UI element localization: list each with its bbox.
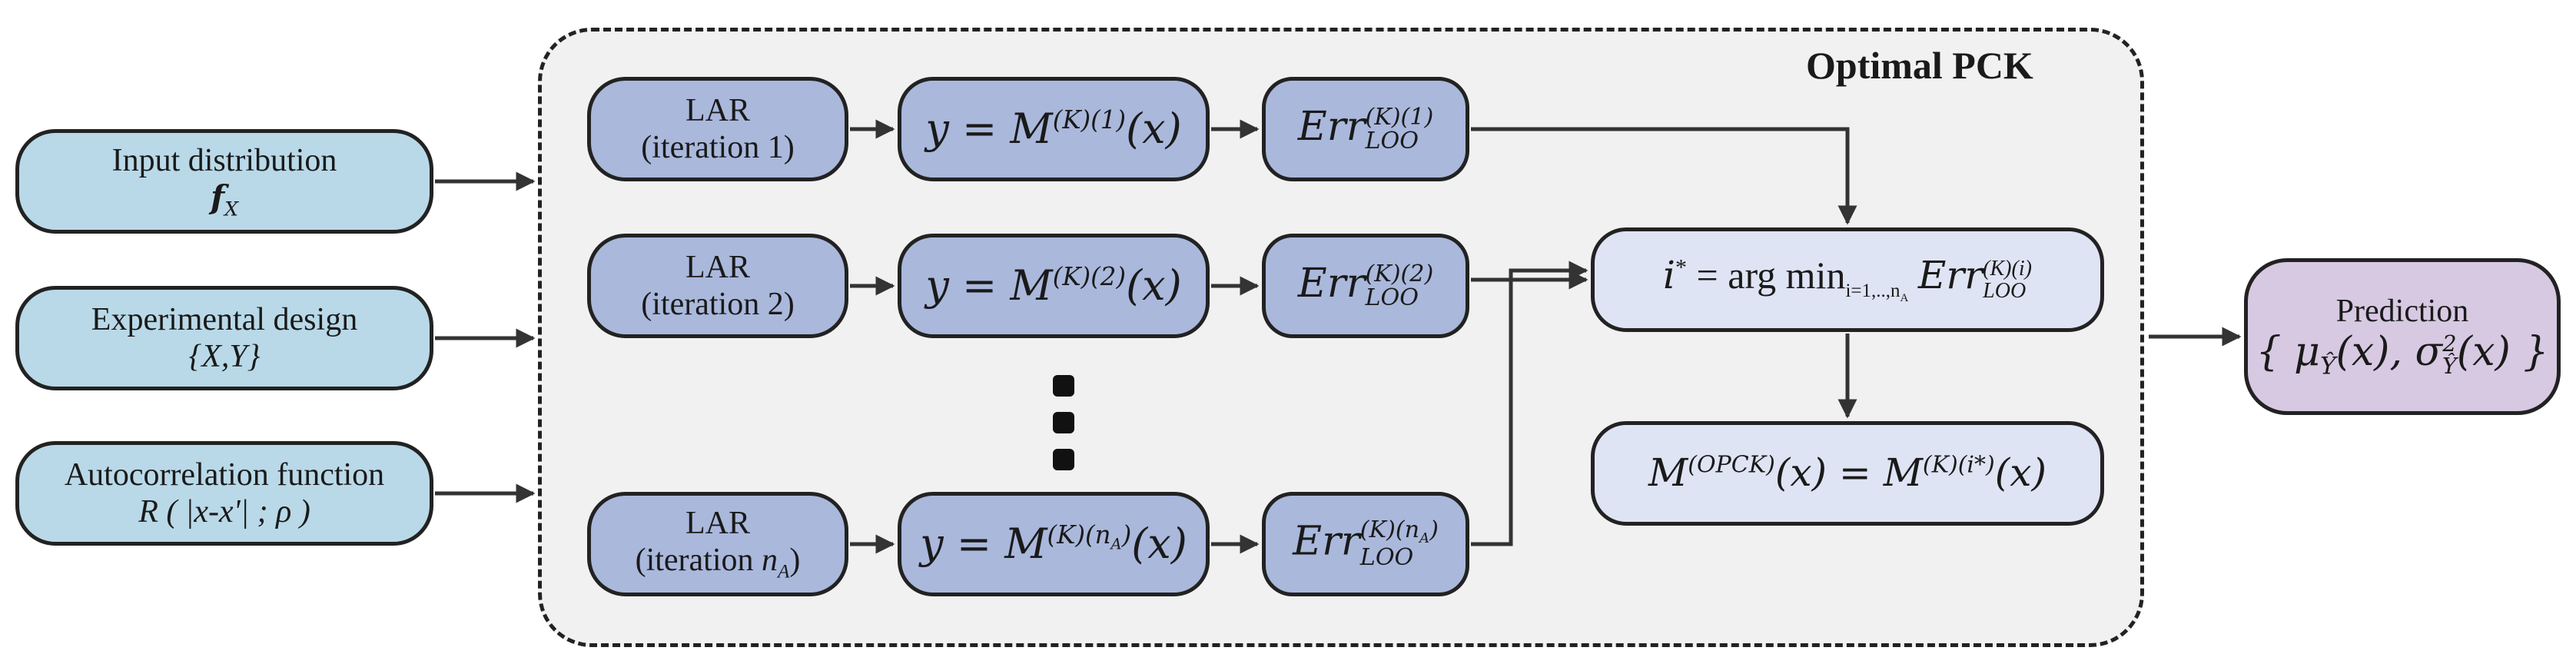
err-base: Err [1297,260,1366,307]
pred-sigma-sup: 2 [2442,330,2457,357]
err-sup: (K)(1) [1365,103,1434,131]
input-distribution-box: Input distribution fX [15,129,433,234]
model-lhs: y = M [925,261,1053,310]
argmin-range-sub: A [1900,292,1909,305]
loo-error-formula: Err(K)(1)LOO [1297,103,1434,155]
optimal-model-box: M(OPCK)(x) = M(K)(i*)(x) [1591,421,2104,526]
loo-error-formula: Err(K)(2)LOO [1298,261,1433,310]
autocorrelation-formula: R ( |x-x'| ; ρ ) [138,494,310,530]
frame-title: Optimal PCK [1806,44,2033,87]
argmin-range: i=1,..,n [1845,281,1900,302]
model-rhs: (x) [1126,261,1182,310]
argmin-lhs-sup: * [1675,254,1688,281]
ellipsis-dot [1053,412,1074,433]
opt-sup2: (K)(i*) [1922,451,1995,479]
opt-m1: M [1648,450,1688,496]
model-formula: y = M(K)(2)(x) [925,261,1182,310]
prediction-title: Prediction [2335,293,2469,329]
pred-mu: μ [2294,329,2320,376]
optimal-model-formula: M(OPCK)(x) = M(K)(i*)(x) [1648,451,2047,496]
err-sub: LOO [1365,128,1419,155]
model-sup: (K)(2) [1052,261,1127,291]
argmin-selection-box: i* = arg mini=1,..,nA Err(K)(i)LOO [1591,227,2104,332]
loo-error-box-2: Err(K)(2)LOO [1262,234,1469,338]
ellipsis-dot [1053,449,1074,470]
pred-sigma: σ [2415,329,2443,376]
lar-label: LAR [685,505,750,541]
experimental-design-formula: {X,Y} [188,339,261,374]
pred-mu-sub: Ŷ [2319,352,2336,380]
arrow-err-na-selection [1471,261,1588,546]
loo-error-box-na: Err(K)(nA)LOO [1262,492,1469,596]
lar-label: LAR [685,92,750,128]
arrow-err1-selection [1471,127,1857,225]
model-box-1: y = M(K)(1)(x) [898,77,1210,181]
ellipsis-dot [1053,375,1074,397]
loo-error-box-1: Err(K)(1)LOO [1262,77,1469,181]
lar-iteration-label: (iteration 1) [641,130,795,165]
argmin-op: = arg min [1687,254,1846,297]
autocorrelation-title: Autocorrelation function [64,456,385,493]
experimental-design-box: Experimental design {X,Y} [15,286,433,390]
pred-sigma-arg: (x) [2456,329,2511,376]
err-sub: LOO [1365,284,1419,312]
opt-mid: (x) = M [1774,450,1923,496]
experimental-design-title: Experimental design [91,301,358,337]
lar-label: LAR [685,249,750,285]
model-box-na: y = M(K)(nA)(x) [898,492,1210,596]
input-distribution-title: Input distribution [111,142,337,178]
argmin-err-sup: (K)(i) [1983,256,2032,281]
model-box-2: y = M(K)(2)(x) [898,234,1210,338]
lar-iteration-label: (iteration 2) [641,287,795,322]
input-distribution-formula: fX [210,178,238,221]
lar-iteration-label: (iteration nA) [635,542,801,583]
argmin-err: Err [1917,253,1983,298]
err-sup: (K)(2) [1365,260,1434,287]
pred-mu-arg: (x), [2335,329,2415,376]
lar-iteration-2-box: LAR (iteration 2) [587,234,848,338]
model-rhs: (x) [1126,104,1182,153]
pred-sigma-sub: Ŷ [2442,352,2457,379]
model-formula: y = M(K)(nA)(x) [920,519,1187,568]
argmin-err-sub: LOO [1983,278,2027,303]
lar-iteration-1-box: LAR (iteration 1) [587,77,848,181]
argmin-lhs: i [1663,253,1676,298]
opt-sup1: (OPCK) [1688,451,1775,479]
argmin-formula: i* = arg mini=1,..,nA Err(K)(i)LOO [1663,254,2032,305]
model-lhs: y = M [925,104,1053,153]
model-sup: (K)(1) [1052,105,1127,134]
err-base: Err [1297,103,1366,150]
model-formula: y = M(K)(1)(x) [925,105,1181,153]
lar-iteration-na-box: LAR (iteration nA) [587,492,848,596]
loo-error-formula: Err(K)(nA)LOO [1293,516,1439,572]
autocorrelation-box: Autocorrelation function R ( |x-x'| ; ρ … [15,441,433,546]
opt-end: (x) [1994,450,2047,496]
